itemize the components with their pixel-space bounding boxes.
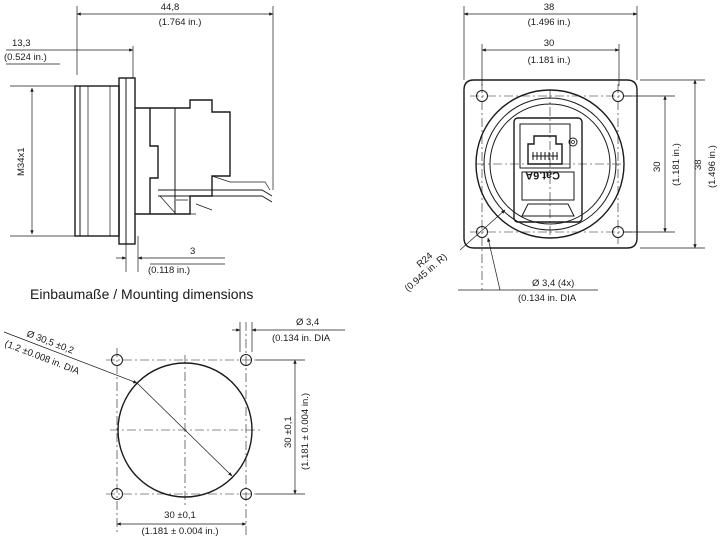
flange-offset-inch: (0.524 in.) — [4, 52, 47, 63]
outer-height-inch: (1.496 in.) — [707, 145, 718, 188]
hole-spacing-v-mm: 30 — [652, 161, 663, 172]
hole-spacing-h-inch: (1.181 in.) — [528, 55, 571, 66]
hole-spacing-v-inch: (1.181 in.) — [671, 143, 682, 186]
thread-size: M34x1 — [16, 147, 27, 176]
overall-length-inch: (1.764 in.) — [159, 17, 202, 28]
hole-diameter-inch: (0.134 in. DIA — [518, 293, 577, 304]
flange-thickness-inch: (0.118 in.) — [148, 265, 190, 276]
vertical-spacing-mm: 30 ±0,1 — [283, 416, 294, 448]
hole-diameter-mm: Ø 3,4 (4x) — [532, 278, 574, 289]
cutout-hole-diameter-mm: Ø 3,4 — [296, 317, 319, 328]
side-view — [6, 6, 274, 272]
outer-width-mm: 38 — [544, 2, 555, 13]
mounting-title: Einbaumaße / Mounting dimensions — [30, 286, 253, 302]
horizontal-spacing-mm: 30 ±0,1 — [164, 510, 196, 521]
vertical-spacing-inch: (1.181 ± 0.004 in.) — [300, 393, 311, 470]
front-view — [458, 6, 705, 291]
outer-width-inch: (1.496 in.) — [528, 17, 571, 28]
port-category-label: Cat.6A — [525, 169, 560, 181]
flange-thickness-mm: 3 — [190, 246, 195, 257]
hole-spacing-h-mm: 30 — [544, 38, 555, 49]
outer-height-mm: 38 — [693, 159, 704, 170]
flange-offset-mm: 13,3 — [12, 38, 31, 49]
cutout-hole-diameter-inch: (0.134 in. DIA — [272, 333, 331, 344]
horizontal-spacing-inch: (1.181 ± 0.004 in.) — [141, 526, 218, 537]
panel-cutout — [3, 322, 345, 535]
overall-length-mm: 44,8 — [161, 2, 180, 13]
